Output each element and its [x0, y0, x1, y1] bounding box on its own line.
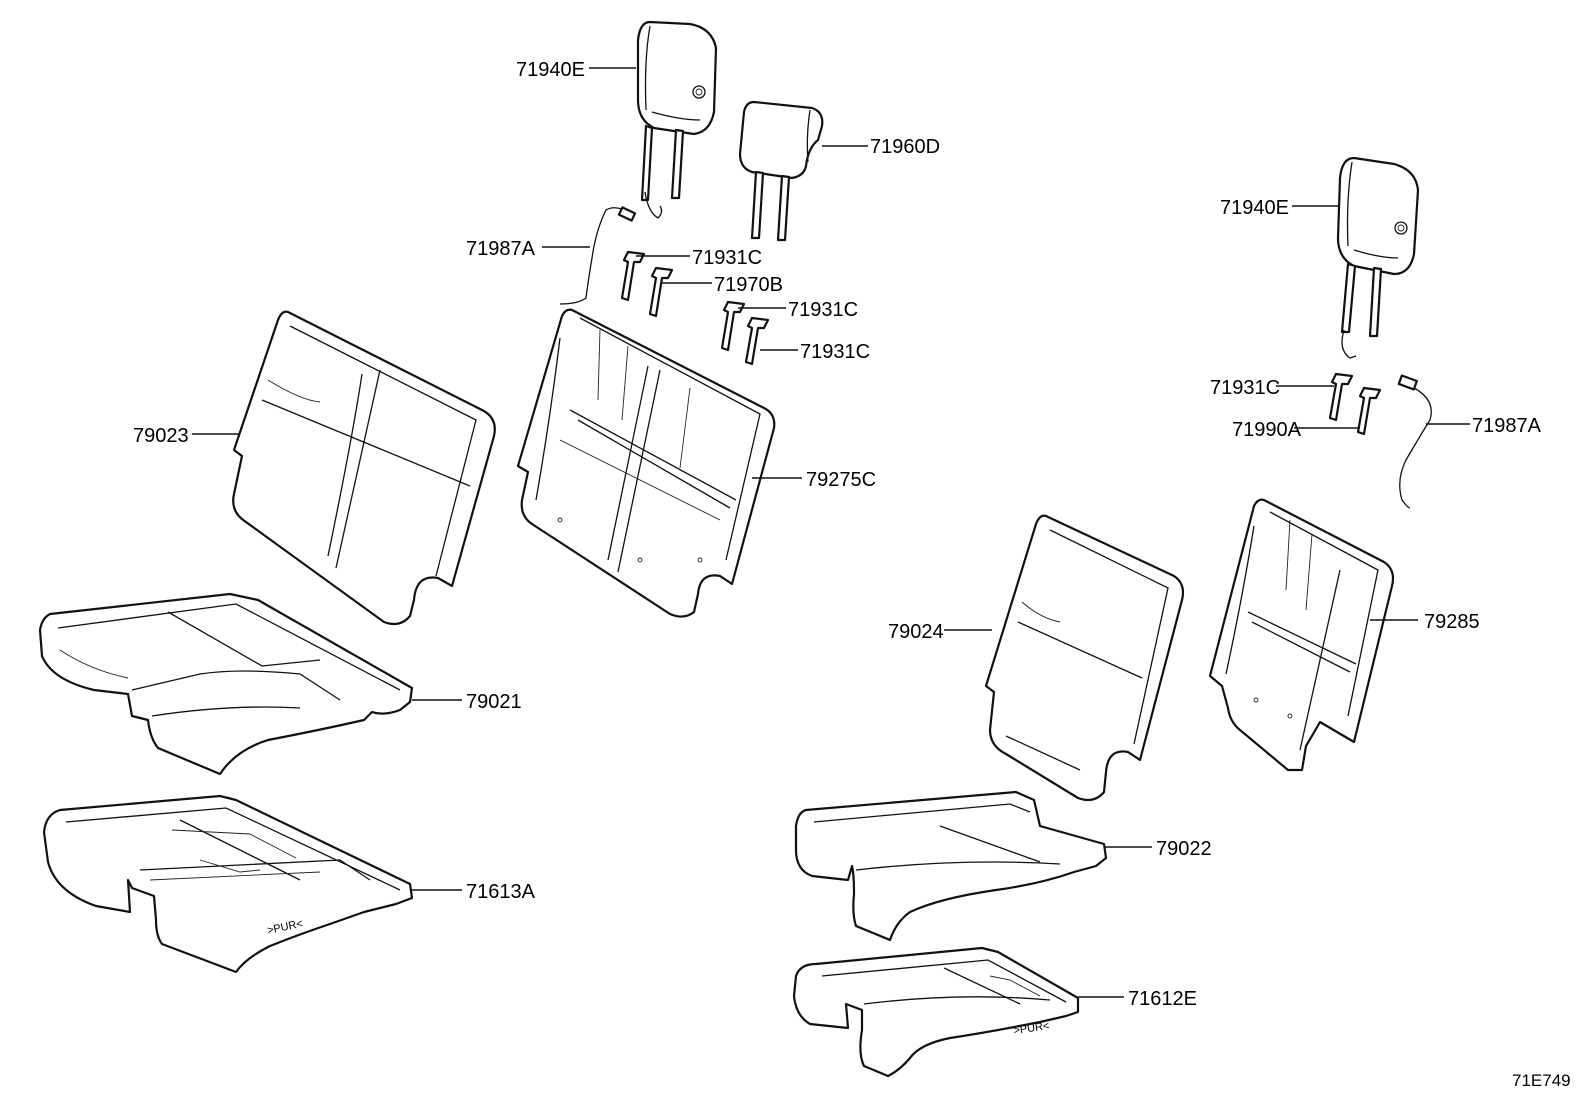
label-back-frame-left: 79275C	[806, 469, 876, 491]
headrest-left-part[interactable]	[636, 20, 718, 219]
back-cover-right-part[interactable]	[984, 514, 1185, 802]
label-cushion-cover-right: 79022	[1156, 838, 1212, 860]
leader-lines	[192, 67, 1470, 998]
headrest-right-part[interactable]	[1336, 156, 1420, 359]
headrest-center-part[interactable]	[738, 100, 824, 242]
label-back-frame-right: 79285	[1424, 611, 1480, 633]
label-guide-a: 71931C	[692, 247, 762, 269]
label-back-cover-right: 79024	[888, 621, 944, 643]
label-headrest-center: 71960D	[870, 136, 940, 158]
label-cushion-pad-left: 71613A	[466, 881, 536, 903]
wire-right-part[interactable]	[1397, 374, 1432, 509]
label-wire-left: 71987A	[466, 238, 536, 260]
label-cushion-pad-right: 71612E	[1128, 988, 1197, 1010]
guide-lock-part[interactable]	[648, 266, 674, 318]
label-cushion-cover-left: 79021	[466, 691, 522, 713]
label-headrest-right: 71940E	[1220, 197, 1289, 219]
guide-right-part[interactable]	[1328, 372, 1354, 422]
label-guide-lock: 71970B	[714, 274, 783, 296]
cushion-cover-left-part[interactable]	[38, 592, 414, 776]
back-cover-left-part[interactable]	[232, 310, 496, 626]
label-wire-right: 71987A	[1472, 415, 1542, 437]
guide-c-part[interactable]	[744, 316, 770, 366]
cushion-pad-right-part[interactable]: >PUR<	[792, 946, 1080, 1078]
label-headrest-left: 71940E	[516, 59, 585, 81]
guide-a-part[interactable]	[620, 250, 646, 302]
cushion-cover-right-part[interactable]	[794, 790, 1108, 942]
back-frame-right-part[interactable]	[1208, 498, 1395, 772]
label-guide-b: 71931C	[788, 299, 858, 321]
label-guide-right: 71931C	[1210, 377, 1280, 399]
guide-b-part[interactable]	[720, 300, 746, 352]
callout-labels: 71940E 71960D 71987A 71931C 71970B 71931…	[133, 59, 1542, 1010]
label-guide-lock-right: 71990A	[1232, 419, 1302, 441]
guide-lock-right-part[interactable]	[1356, 386, 1382, 436]
cushion-pad-left-part[interactable]: >PUR<	[42, 794, 414, 974]
label-back-cover-left: 79023	[133, 425, 189, 447]
label-guide-c: 71931C	[800, 341, 870, 363]
foam-mark-right: >PUR<	[1013, 1020, 1050, 1037]
diagram-code: 71E749	[1512, 1071, 1571, 1090]
wire-left-part[interactable]	[559, 206, 637, 305]
back-frame-left-part[interactable]	[516, 308, 776, 618]
